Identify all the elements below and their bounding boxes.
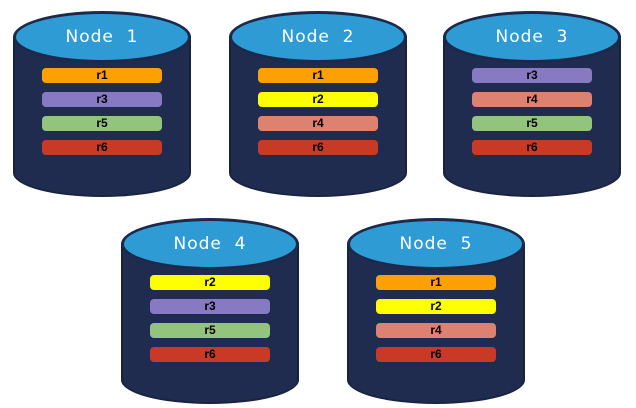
replica-bar: r1: [376, 275, 496, 290]
node-1-replica-list: r1 r3 r5 r6: [42, 68, 162, 155]
replica-bar: r2: [258, 92, 378, 107]
node-4-title: Node 4: [173, 234, 247, 254]
replica-bar: r6: [150, 347, 270, 362]
node-5-title: Node 5: [399, 234, 473, 254]
node-4-cylinder: Node 4 r2 r3 r5 r6: [121, 218, 299, 404]
replica-bar: r3: [150, 299, 270, 314]
node-5-cylinder-top: Node 5: [347, 218, 525, 270]
node-5-cylinder: Node 5 r1 r2 r4 r6: [347, 218, 525, 404]
node-2-cylinder-top: Node 2: [229, 11, 407, 63]
node-3-replica-list: r3 r4 r5 r6: [472, 68, 592, 155]
node-4-cylinder-top: Node 4: [121, 218, 299, 270]
replica-bar: r5: [472, 116, 592, 131]
replica-bar: r6: [376, 347, 496, 362]
node-2-replica-list: r1 r2 r4 r6: [258, 68, 378, 155]
node-1-title: Node 1: [65, 27, 139, 47]
replica-bar: r4: [258, 116, 378, 131]
node-4-replica-list: r2 r3 r5 r6: [150, 275, 270, 362]
node-2-title: Node 2: [281, 27, 355, 47]
replica-bar: r3: [472, 68, 592, 83]
replica-bar: r4: [472, 92, 592, 107]
replica-bar: r1: [42, 68, 162, 83]
replica-bar: r2: [150, 275, 270, 290]
replica-bar: r2: [376, 299, 496, 314]
node-2-cylinder: Node 2 r1 r2 r4 r6: [229, 11, 407, 197]
node-1-cylinder: Node 1 r1 r3 r5 r6: [13, 11, 191, 197]
node-5-replica-list: r1 r2 r4 r6: [376, 275, 496, 362]
replica-bar: r3: [42, 92, 162, 107]
replica-bar: r5: [150, 323, 270, 338]
replica-bar: r5: [42, 116, 162, 131]
replica-bar: r4: [376, 323, 496, 338]
node-3-cylinder: Node 3 r3 r4 r5 r6: [443, 11, 621, 197]
node-1-cylinder-top: Node 1: [13, 11, 191, 63]
node-3-title: Node 3: [495, 27, 569, 47]
replica-bar: r6: [42, 140, 162, 155]
replica-bar: r6: [258, 140, 378, 155]
node-3-cylinder-top: Node 3: [443, 11, 621, 63]
replica-bar: r1: [258, 68, 378, 83]
replica-bar: r6: [472, 140, 592, 155]
